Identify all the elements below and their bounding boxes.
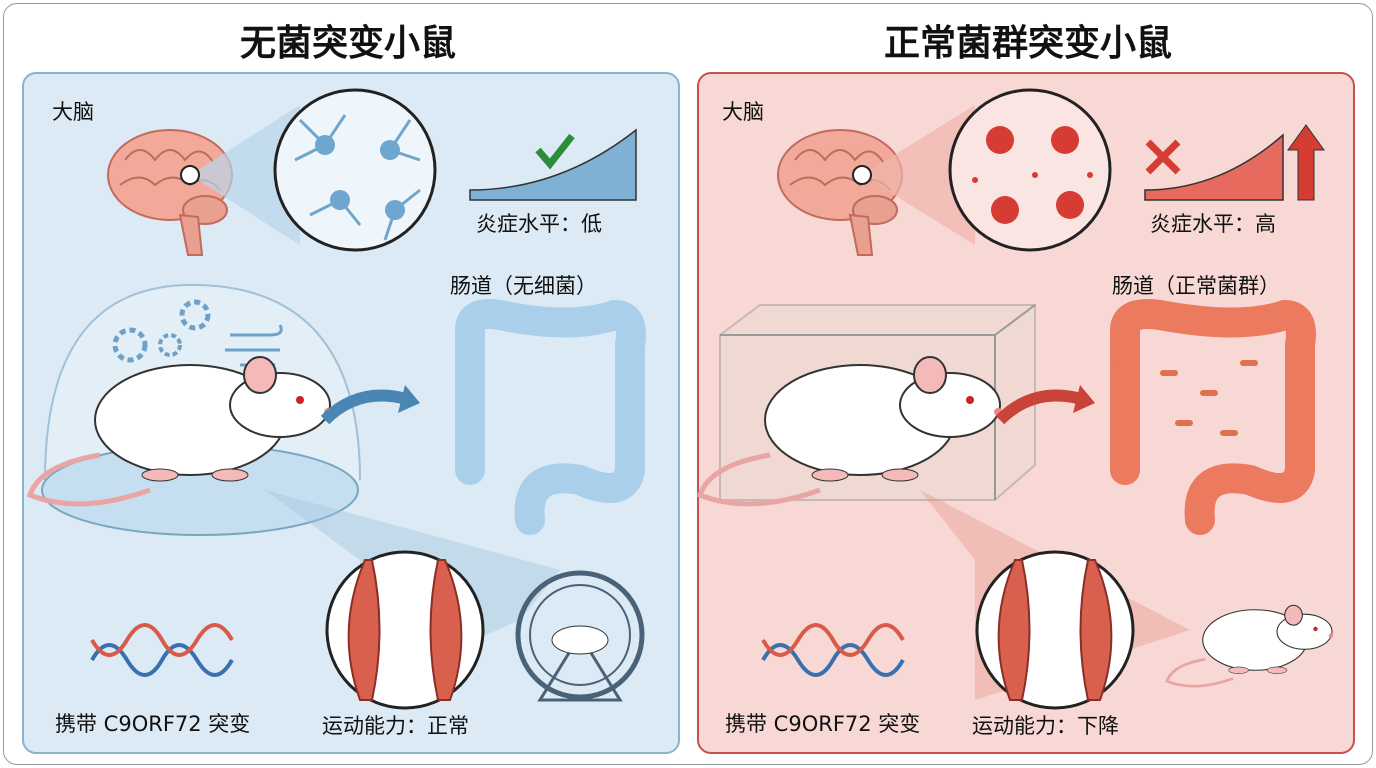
gut-label: 肠道（正常菌群） [1112, 274, 1280, 298]
zoom-cone [190, 105, 300, 245]
mouse-weak [1165, 603, 1335, 688]
dna-icon [761, 623, 905, 677]
intestine-bacteria [1110, 299, 1316, 535]
figure-frame [3, 3, 1373, 765]
gear-icon [112, 327, 148, 363]
microglia-resting [273, 88, 437, 252]
right-title: 正常菌群突变小鼠 [883, 23, 1172, 64]
gear-icon [179, 299, 211, 331]
arrow-up-icon [1287, 124, 1325, 201]
arrow-icon [995, 389, 1087, 425]
motor-label: 运动能力：正常 [322, 714, 469, 738]
inflammation-gauge-high [1144, 133, 1284, 201]
muscle-weak [975, 550, 1135, 710]
brain-label: 大脑 [722, 100, 764, 124]
bacteria [1160, 360, 1258, 436]
cross-icon [1145, 139, 1181, 175]
gear-icon [158, 333, 182, 357]
gut-label: 肠道（无细菌） [450, 274, 597, 298]
arrow-icon [320, 389, 412, 425]
motor-label: 运动能力：下降 [972, 714, 1119, 738]
check-icon [535, 133, 575, 170]
brain-illustration [777, 129, 903, 256]
dna-icon [90, 623, 234, 677]
microglia-activated [948, 88, 1112, 252]
muscle-normal [325, 550, 485, 710]
inflammation-gauge-low [469, 128, 637, 201]
gene-label: 携带 C9ORF72 突变 [725, 712, 921, 736]
inflammation-label: 炎症水平：低 [476, 212, 602, 236]
brain-illustration [107, 129, 233, 256]
left-title: 无菌突变小鼠 [239, 23, 456, 64]
running-wheel [515, 570, 645, 702]
inflammation-label: 炎症水平：高 [1150, 212, 1276, 236]
intestine-clean [455, 299, 646, 535]
gene-label: 携带 C9ORF72 突变 [55, 712, 251, 736]
brain-label: 大脑 [52, 100, 94, 124]
